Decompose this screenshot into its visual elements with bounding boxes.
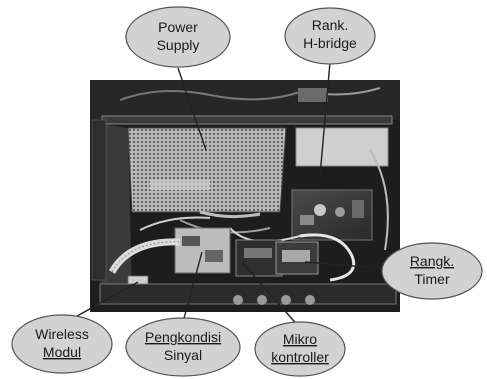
leader-pengkondisi bbox=[182, 251, 203, 323]
pengkondisi-label-1: Pengkondisi bbox=[145, 329, 221, 345]
mikro-label-1: Mikro bbox=[283, 331, 317, 347]
top-connector bbox=[298, 88, 328, 102]
right-cable-loop bbox=[299, 233, 356, 282]
power-supply-label-2: Supply bbox=[157, 37, 200, 53]
circuit-board-photo bbox=[90, 80, 400, 312]
h-bridge-label-1: Rank. bbox=[312, 17, 349, 33]
mikro-label-2: kontroller bbox=[271, 349, 329, 365]
left-panel bbox=[91, 119, 107, 281]
front-connectors bbox=[233, 295, 315, 305]
timer-label-1: Rangk. bbox=[410, 253, 454, 269]
leader-mikro bbox=[241, 261, 301, 329]
right-white-block bbox=[295, 127, 389, 167]
right-cable-2 bbox=[369, 149, 389, 251]
wireless-label-1: Wireless bbox=[35, 326, 89, 342]
leader-h-bridge bbox=[319, 61, 331, 177]
leader-lines bbox=[69, 61, 379, 329]
power-supply-unit bbox=[127, 127, 287, 213]
callout-pengkondisi: Pengkondisi Sinyal bbox=[125, 317, 241, 377]
callout-timer: Rangk. Timer bbox=[381, 242, 483, 300]
timer-board bbox=[275, 241, 319, 275]
wireless-label-2: Modul bbox=[43, 344, 81, 360]
leader-power-supply bbox=[177, 67, 207, 151]
leader-timer bbox=[304, 261, 379, 269]
h-bridge-label-2: H-bridge bbox=[303, 35, 357, 51]
callout-wireless: Wireless Modul bbox=[11, 314, 113, 374]
callout-power-supply: Power Supply bbox=[125, 6, 231, 68]
callout-mikro: Mikro kontroller bbox=[254, 321, 346, 377]
callout-h-bridge: Rank. H-bridge bbox=[284, 7, 376, 65]
enclosure-rim bbox=[101, 115, 393, 125]
microcontroller-board bbox=[235, 239, 283, 277]
pengkondisi-label-2: Sinyal bbox=[164, 347, 202, 363]
h-bridge-board bbox=[291, 189, 373, 241]
enclosure-front-panel bbox=[99, 283, 397, 305]
leader-wireless bbox=[69, 281, 139, 321]
signal-conditioning-board bbox=[174, 227, 231, 274]
power-supply-label-1: Power bbox=[158, 19, 198, 35]
timer-label-2: Timer bbox=[414, 271, 450, 287]
top-cable bbox=[119, 90, 301, 101]
